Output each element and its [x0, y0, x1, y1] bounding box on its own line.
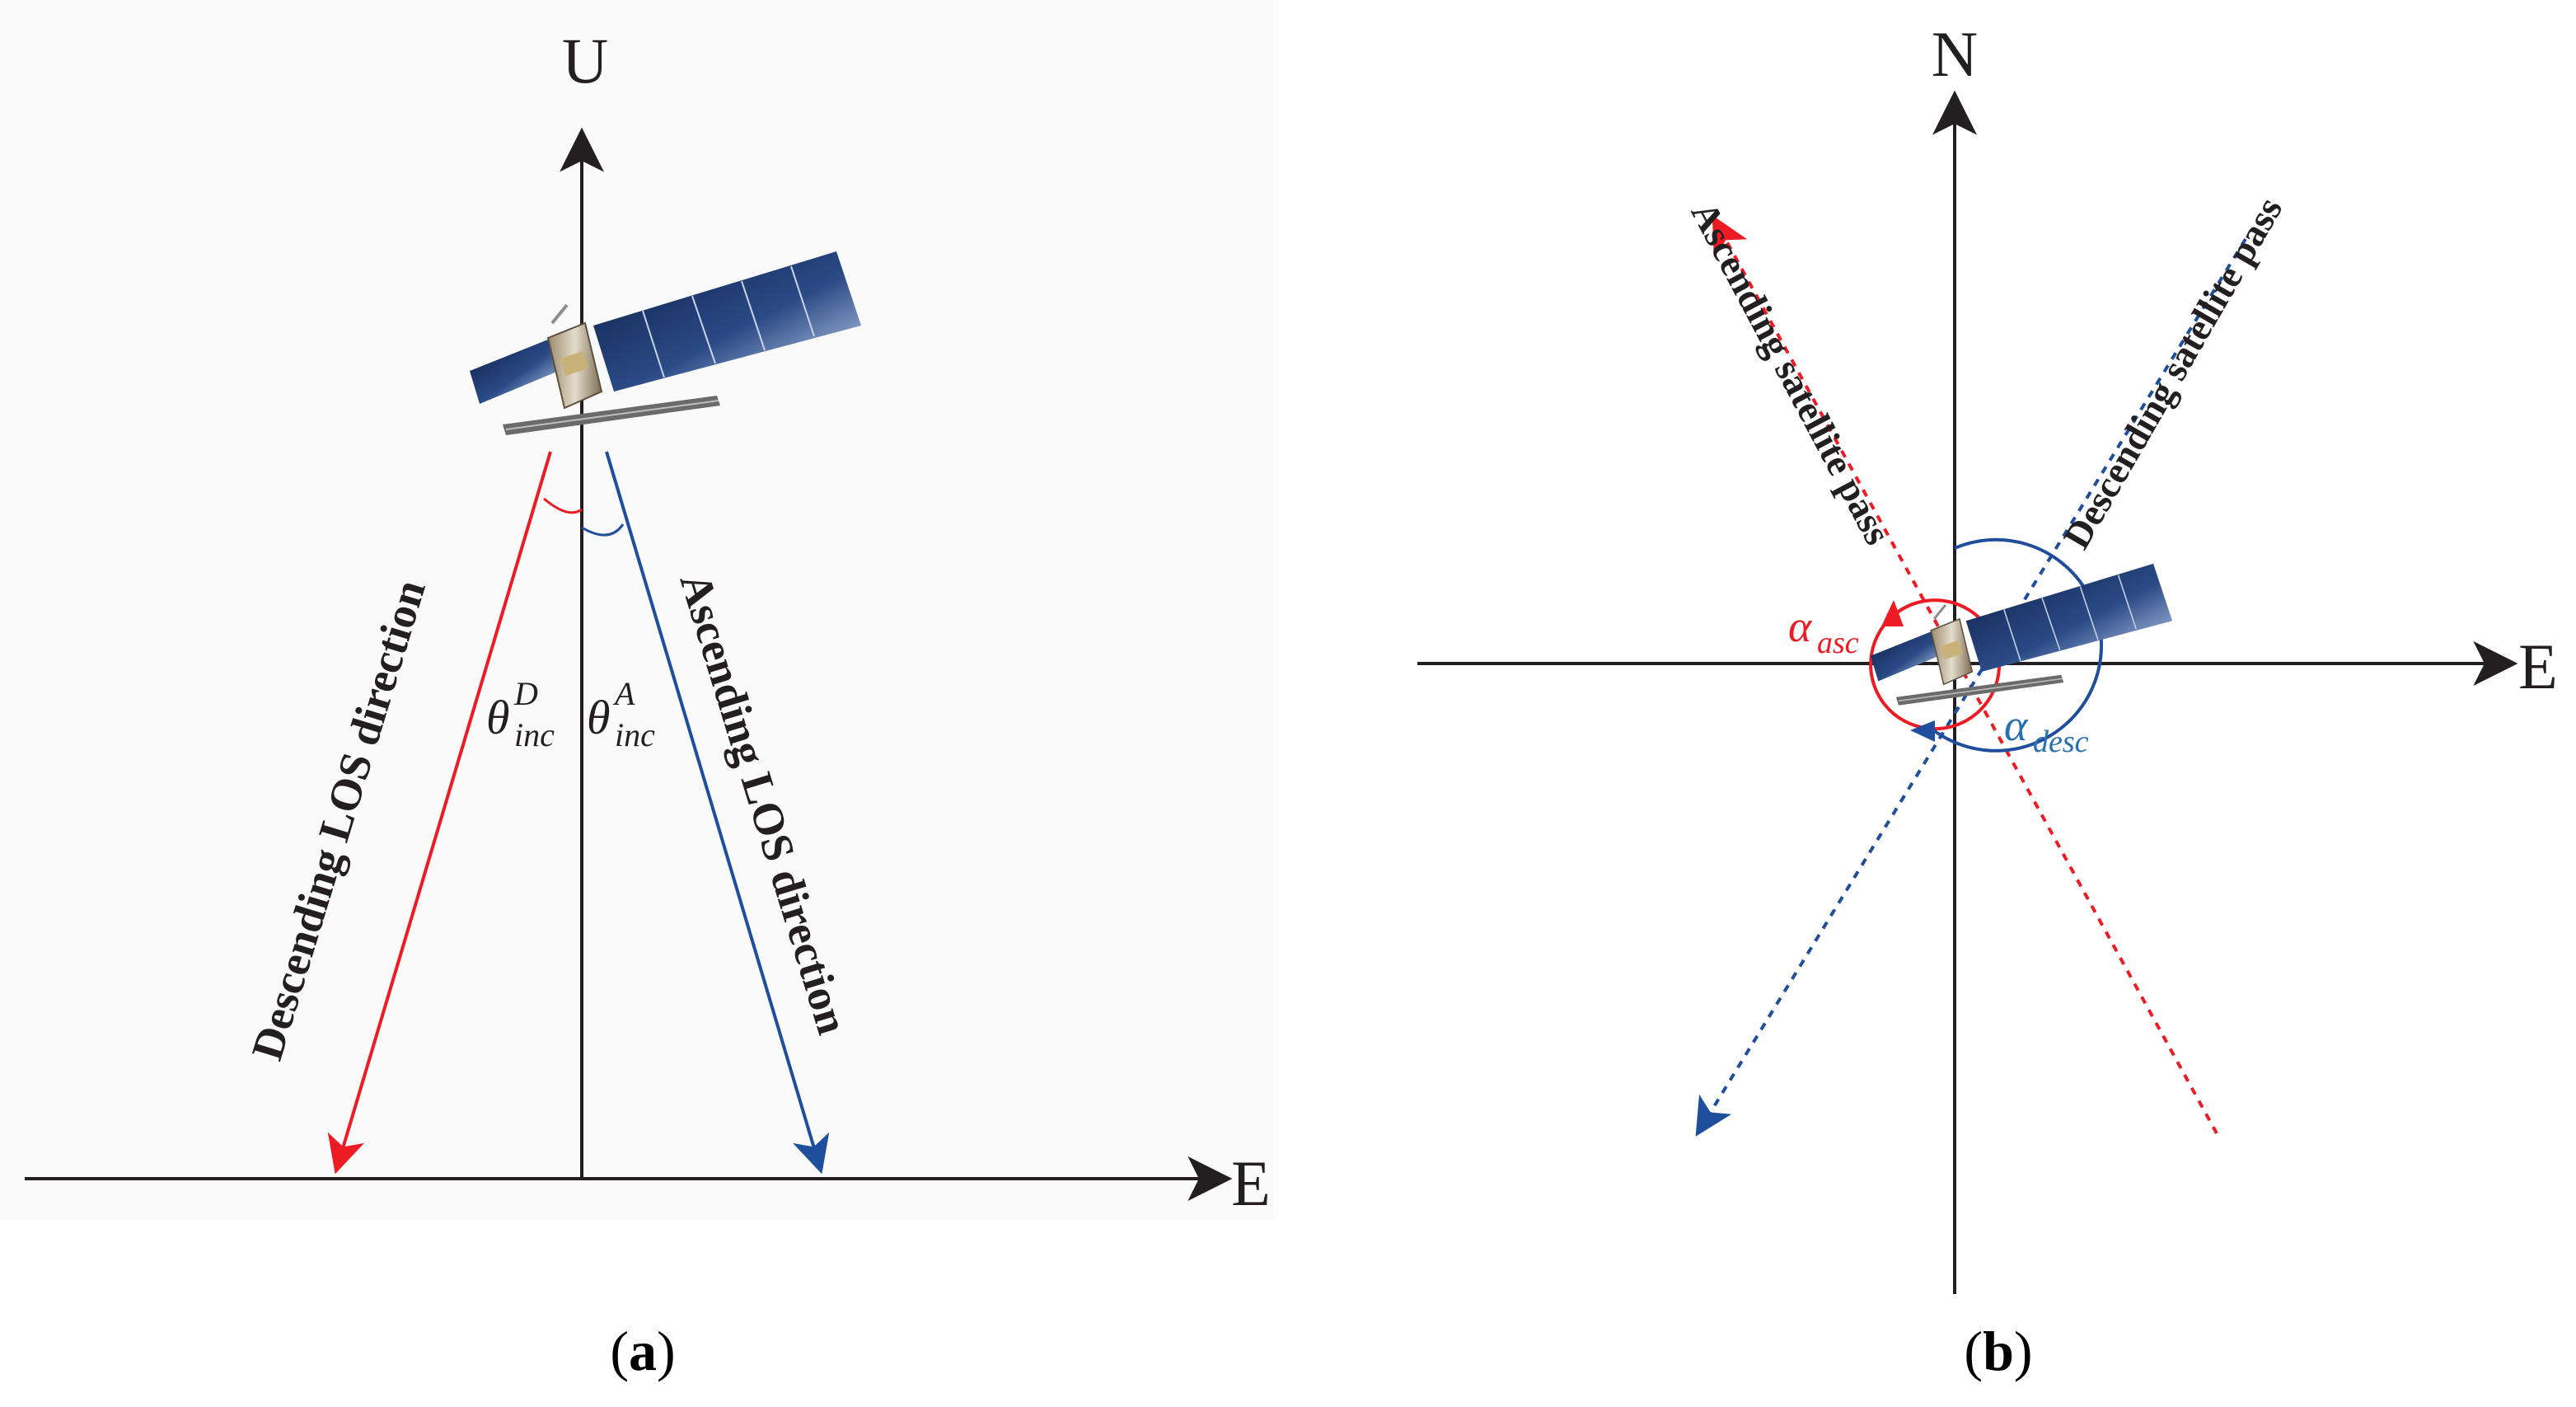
alpha-asc-label: α asc	[1788, 602, 1859, 660]
descending-pass-label: Descending satellite pass	[2055, 190, 2291, 556]
alpha-desc-label: α desc	[2004, 701, 2089, 759]
svg-text:inc: inc	[514, 716, 555, 753]
svg-text:α: α	[1788, 602, 1813, 651]
svg-text:θ: θ	[587, 691, 611, 744]
svg-text:θ: θ	[486, 691, 510, 744]
theta-descending: θ D inc	[486, 675, 555, 753]
svg-text:D: D	[513, 675, 538, 712]
panel-b: N E Ascending satellite pass Descending …	[1417, 18, 2558, 1382]
theta-ascending: θ A inc	[587, 675, 655, 753]
svg-text:inc: inc	[615, 716, 655, 753]
svg-text:asc: asc	[1817, 626, 1859, 660]
ascending-los-arrow	[605, 451, 830, 1175]
east-axis-label-b: E	[2518, 631, 2558, 702]
descending-incidence-arc	[543, 497, 583, 514]
alpha-asc-arrowhead	[1881, 600, 1904, 626]
panel-a: U E Descending LOS direction Ascending L…	[0, 0, 1273, 1382]
caption-a: (a)	[610, 1320, 675, 1382]
ascending-pass-line	[1712, 214, 2218, 1134]
ascending-incidence-arc	[581, 523, 625, 537]
descending-pass-line	[1695, 237, 2247, 1137]
caption-b: (b)	[1964, 1320, 2032, 1382]
svg-text:α: α	[2004, 701, 2029, 750]
alpha-desc-arc	[1931, 537, 2104, 753]
svg-text:A: A	[612, 675, 635, 712]
alpha-desc-arrowhead	[1910, 720, 1935, 742]
up-axis-label: U	[562, 25, 608, 96]
east-axis-label-a: E	[1231, 1147, 1271, 1219]
north-axis-label: N	[1932, 18, 1978, 90]
svg-text:desc: desc	[2033, 725, 2089, 759]
ascending-pass-label: Ascending satellite pass	[1684, 195, 1899, 551]
panel-a-background	[0, 0, 1273, 1220]
descending-los-arrow	[327, 451, 552, 1175]
